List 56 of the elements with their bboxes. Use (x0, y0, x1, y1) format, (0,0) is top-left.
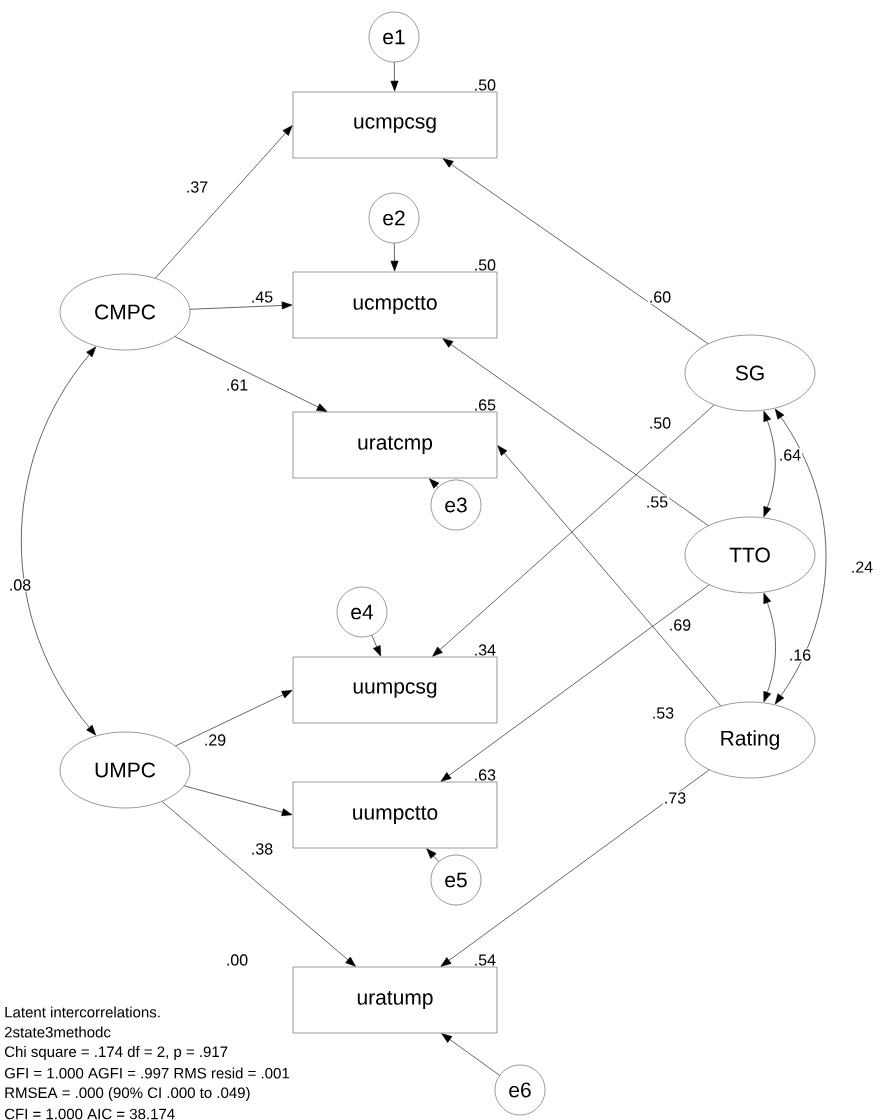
arrow (184, 785, 293, 817)
edge-label: .00 (224, 953, 250, 967)
arrow (390, 61, 399, 92)
arrow (174, 336, 328, 412)
value-label: .54 (475, 954, 496, 966)
arrow (161, 801, 356, 967)
arrow (440, 769, 710, 967)
variable-box: uratump (292, 966, 498, 1034)
edge-label: .64 (777, 448, 803, 462)
variable-box: uumpctto (292, 781, 498, 849)
variable-box: ucmpctto (292, 271, 498, 339)
edge-label: .61 (224, 378, 250, 392)
arrow (429, 478, 440, 489)
fit-statistic: RMSEA = .000 (90% CI .000 to .049) (5, 1087, 250, 1101)
value-label: .50 (475, 79, 496, 91)
arrow (441, 1033, 500, 1076)
arrow (432, 404, 715, 657)
arrow (189, 301, 293, 310)
arrow (426, 848, 440, 862)
arrow (155, 125, 293, 279)
edge-label: .73 (662, 791, 688, 805)
arrow (774, 408, 827, 705)
variable-box: uumpcsg (292, 656, 498, 724)
edge-label: .38 (249, 842, 275, 856)
edge-label: .69 (667, 618, 693, 632)
edge-label: .60 (647, 290, 673, 304)
value-label: .34 (475, 644, 496, 656)
arrow (442, 158, 709, 345)
value-label: .63 (475, 769, 496, 781)
arrow (390, 242, 399, 272)
value-label: .65 (475, 399, 496, 411)
arrow (440, 584, 710, 782)
arrow (175, 690, 293, 747)
edge-label: .50 (647, 416, 673, 430)
arrow (763, 410, 776, 518)
arrow (442, 338, 709, 526)
fit-statistic: Latent intercorrelations. (5, 1006, 160, 1018)
edge-label: .53 (650, 706, 676, 720)
edge-label: .37 (184, 180, 210, 194)
edge-label: .55 (644, 495, 670, 509)
fit-statistic: CFI = 1.000 AIC = 38.174 (4, 1108, 175, 1120)
edge-label: .45 (249, 290, 275, 304)
edge-label: .29 (202, 733, 228, 747)
edge-label: .24 (849, 560, 875, 574)
arrow (20, 346, 96, 736)
fit-statistic: GFI = 1.000 AGFI = .997 RMS resid = .001 (4, 1067, 289, 1079)
arrow (371, 634, 381, 657)
arrow (497, 445, 722, 707)
variable-box: uratcmp (292, 411, 498, 479)
arrow (763, 592, 776, 703)
variable-box: ucmpcsg (292, 91, 498, 159)
value-label: .50 (475, 259, 496, 271)
edge-label: .16 (787, 648, 813, 662)
fit-statistic: 2state3methodc (4, 1026, 111, 1038)
fit-statistic: Chi square = .174 df = 2, p = .917 (4, 1046, 228, 1060)
edge-label: .08 (7, 578, 33, 592)
